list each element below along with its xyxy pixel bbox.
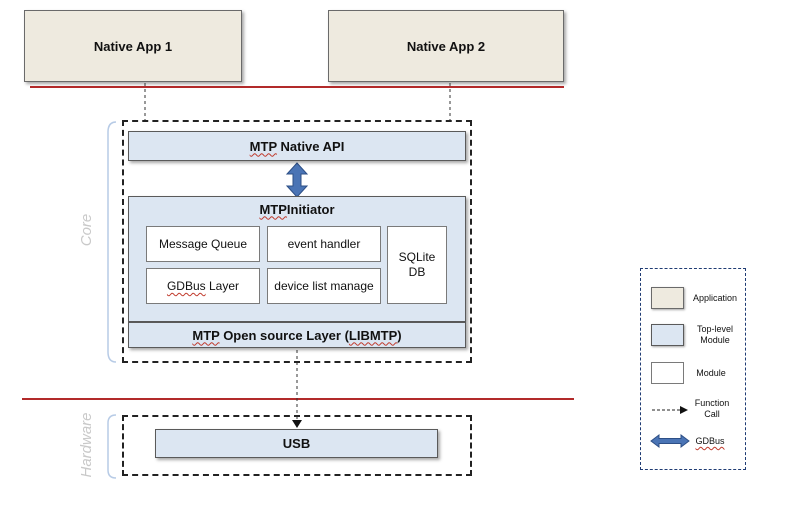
legend-gdbus-label: GDBus (688, 436, 732, 447)
sqlite-label: SQLite (398, 250, 436, 264)
message-queue-label: Message Queue (158, 237, 248, 251)
open-source-prefix: MTP (192, 327, 220, 343)
legend-gdbus-arrow (650, 434, 690, 448)
open-source-mid: Open source Layer ( (219, 327, 349, 343)
legend-application-label: Application (692, 293, 738, 303)
legend-function-line1: Function (694, 398, 730, 408)
gdbus-layer-module: GDBus Layer (146, 268, 260, 304)
legend-module-swatch (651, 362, 684, 384)
db-label: DB (408, 265, 426, 279)
legend-gdbus-text: GDBus (695, 436, 725, 446)
usb-arrowhead (292, 420, 302, 428)
gdbus-layer-rest: Layer (205, 279, 240, 293)
mtp-open-source-layer: MTP Open source Layer (LIBMTP) (128, 322, 466, 348)
event-handler-label: event handler (287, 237, 361, 251)
legend-top-level-label: Top-level Module (686, 324, 744, 346)
app-core-boundary-line (30, 86, 564, 88)
initiator-prefix: MTP (259, 201, 287, 217)
core-hardware-boundary-line (22, 398, 574, 400)
legend-function-call-arrow (652, 406, 688, 414)
native-app-2: Native App 2 (328, 10, 564, 82)
gdbus-layer-prefix: GDBus (166, 279, 206, 293)
native-app-1: Native App 1 (24, 10, 242, 82)
native-api-prefix: MTP (249, 138, 277, 154)
sqlite-db-module: SQLite DB (387, 226, 447, 304)
initiator-rest: Initiator (286, 201, 335, 217)
native-api-rest: Native API (276, 138, 345, 154)
message-queue-module: Message Queue (146, 226, 260, 262)
legend-top-level-line2: Module (700, 335, 730, 345)
legend-module-label: Module (696, 368, 726, 378)
open-source-lib: LIBMTP (348, 327, 398, 343)
legend-function-call-label: Function Call (686, 398, 738, 420)
native-app-1-label: Native App 1 (93, 38, 173, 54)
native-app-2-label: Native App 2 (406, 38, 486, 54)
device-list-label: device list manage (274, 279, 374, 293)
usb-module: USB (155, 429, 438, 458)
hardware-label: Hardware (77, 412, 95, 478)
mtp-initiator-title: MTP Initiator (128, 200, 466, 218)
hardware-container (122, 415, 472, 476)
core-bracket (107, 121, 117, 363)
core-container (122, 120, 472, 363)
event-handler-module: event handler (267, 226, 381, 262)
open-source-end: ) (397, 327, 402, 343)
usb-label: USB (282, 436, 311, 451)
legend-top-level-swatch (651, 324, 684, 346)
mtp-native-api: MTP Native API (128, 131, 466, 161)
hardware-bracket (107, 414, 117, 479)
legend-box (640, 268, 746, 470)
legend-application-swatch (651, 287, 684, 309)
device-list-module: device list manage (267, 268, 381, 304)
legend-function-line2: Call (704, 409, 720, 419)
core-label: Core (77, 213, 95, 247)
legend-top-level-line1: Top-level (696, 324, 734, 334)
